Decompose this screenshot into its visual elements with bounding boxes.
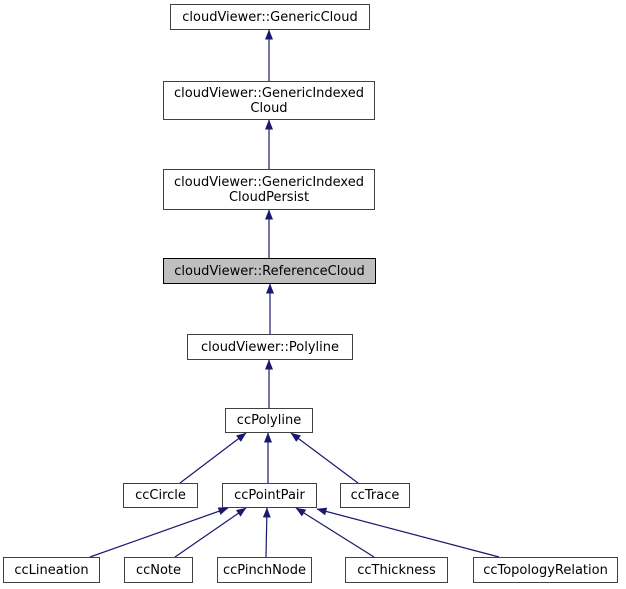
class-node-cc-thickness[interactable]: ccThickness [345, 557, 448, 583]
class-node-cc-trace[interactable]: ccTrace [340, 483, 410, 508]
class-node-cc-point-pair[interactable]: ccPointPair [222, 483, 317, 508]
class-node-cc-note[interactable]: ccNote [124, 557, 193, 583]
inheritance-edge-cc-circle-to-cc-polyline [179, 432, 247, 484]
class-node-polyline[interactable]: cloudViewer::Polyline [187, 334, 353, 360]
class-node-cc-topology-relation[interactable]: ccTopologyRelation [473, 557, 618, 583]
inheritance-edge-cc-thickness-to-cc-point-pair [295, 507, 375, 558]
inheritance-edge-cc-note-to-cc-point-pair [174, 507, 247, 558]
class-node-label: ccTrace [350, 488, 400, 503]
class-node-label: ccTopologyRelation [483, 562, 608, 578]
class-node-label: ccNote [135, 562, 182, 578]
class-node-label: cloudViewer::GenericCloud [182, 9, 358, 25]
class-node-label: ccPointPair [234, 488, 305, 503]
class-node-label: cloudViewer::GenericIndexed [174, 85, 364, 101]
class-node-label: ccPinchNode [222, 562, 306, 578]
inheritance-edge-cc-topology-relation-to-cc-point-pair [316, 507, 500, 558]
class-node-label: ccLineation [14, 562, 89, 578]
class-node-cc-polyline[interactable]: ccPolyline [225, 408, 313, 433]
class-node-label: Cloud [250, 100, 288, 116]
class-node-cc-pinch-node[interactable]: ccPinchNode [217, 557, 312, 583]
inheritance-edge-cc-lineation-to-cc-point-pair [89, 507, 229, 558]
class-node-cc-lineation[interactable]: ccLineation [3, 557, 100, 583]
class-node-label: ccThickness [357, 562, 436, 578]
inheritance-edge-cc-pinch-node-to-cc-point-pair [262, 507, 271, 558]
class-node-cc-circle[interactable]: ccCircle [123, 483, 198, 508]
class-node-label: cloudViewer::GenericIndexed [174, 174, 364, 190]
class-node-reference-cloud: cloudViewer::ReferenceCloud [163, 258, 376, 284]
inheritance-edge-cc-trace-to-cc-polyline [290, 432, 359, 484]
class-node-label: ccPolyline [236, 413, 302, 428]
class-node-label: ccCircle [135, 488, 186, 503]
class-node-label: CloudPersist [228, 189, 310, 205]
class-node-label: cloudViewer::Polyline [200, 339, 340, 355]
class-node-label: cloudViewer::ReferenceCloud [174, 263, 365, 279]
class-node-generic-cloud[interactable]: cloudViewer::GenericCloud [170, 4, 370, 30]
